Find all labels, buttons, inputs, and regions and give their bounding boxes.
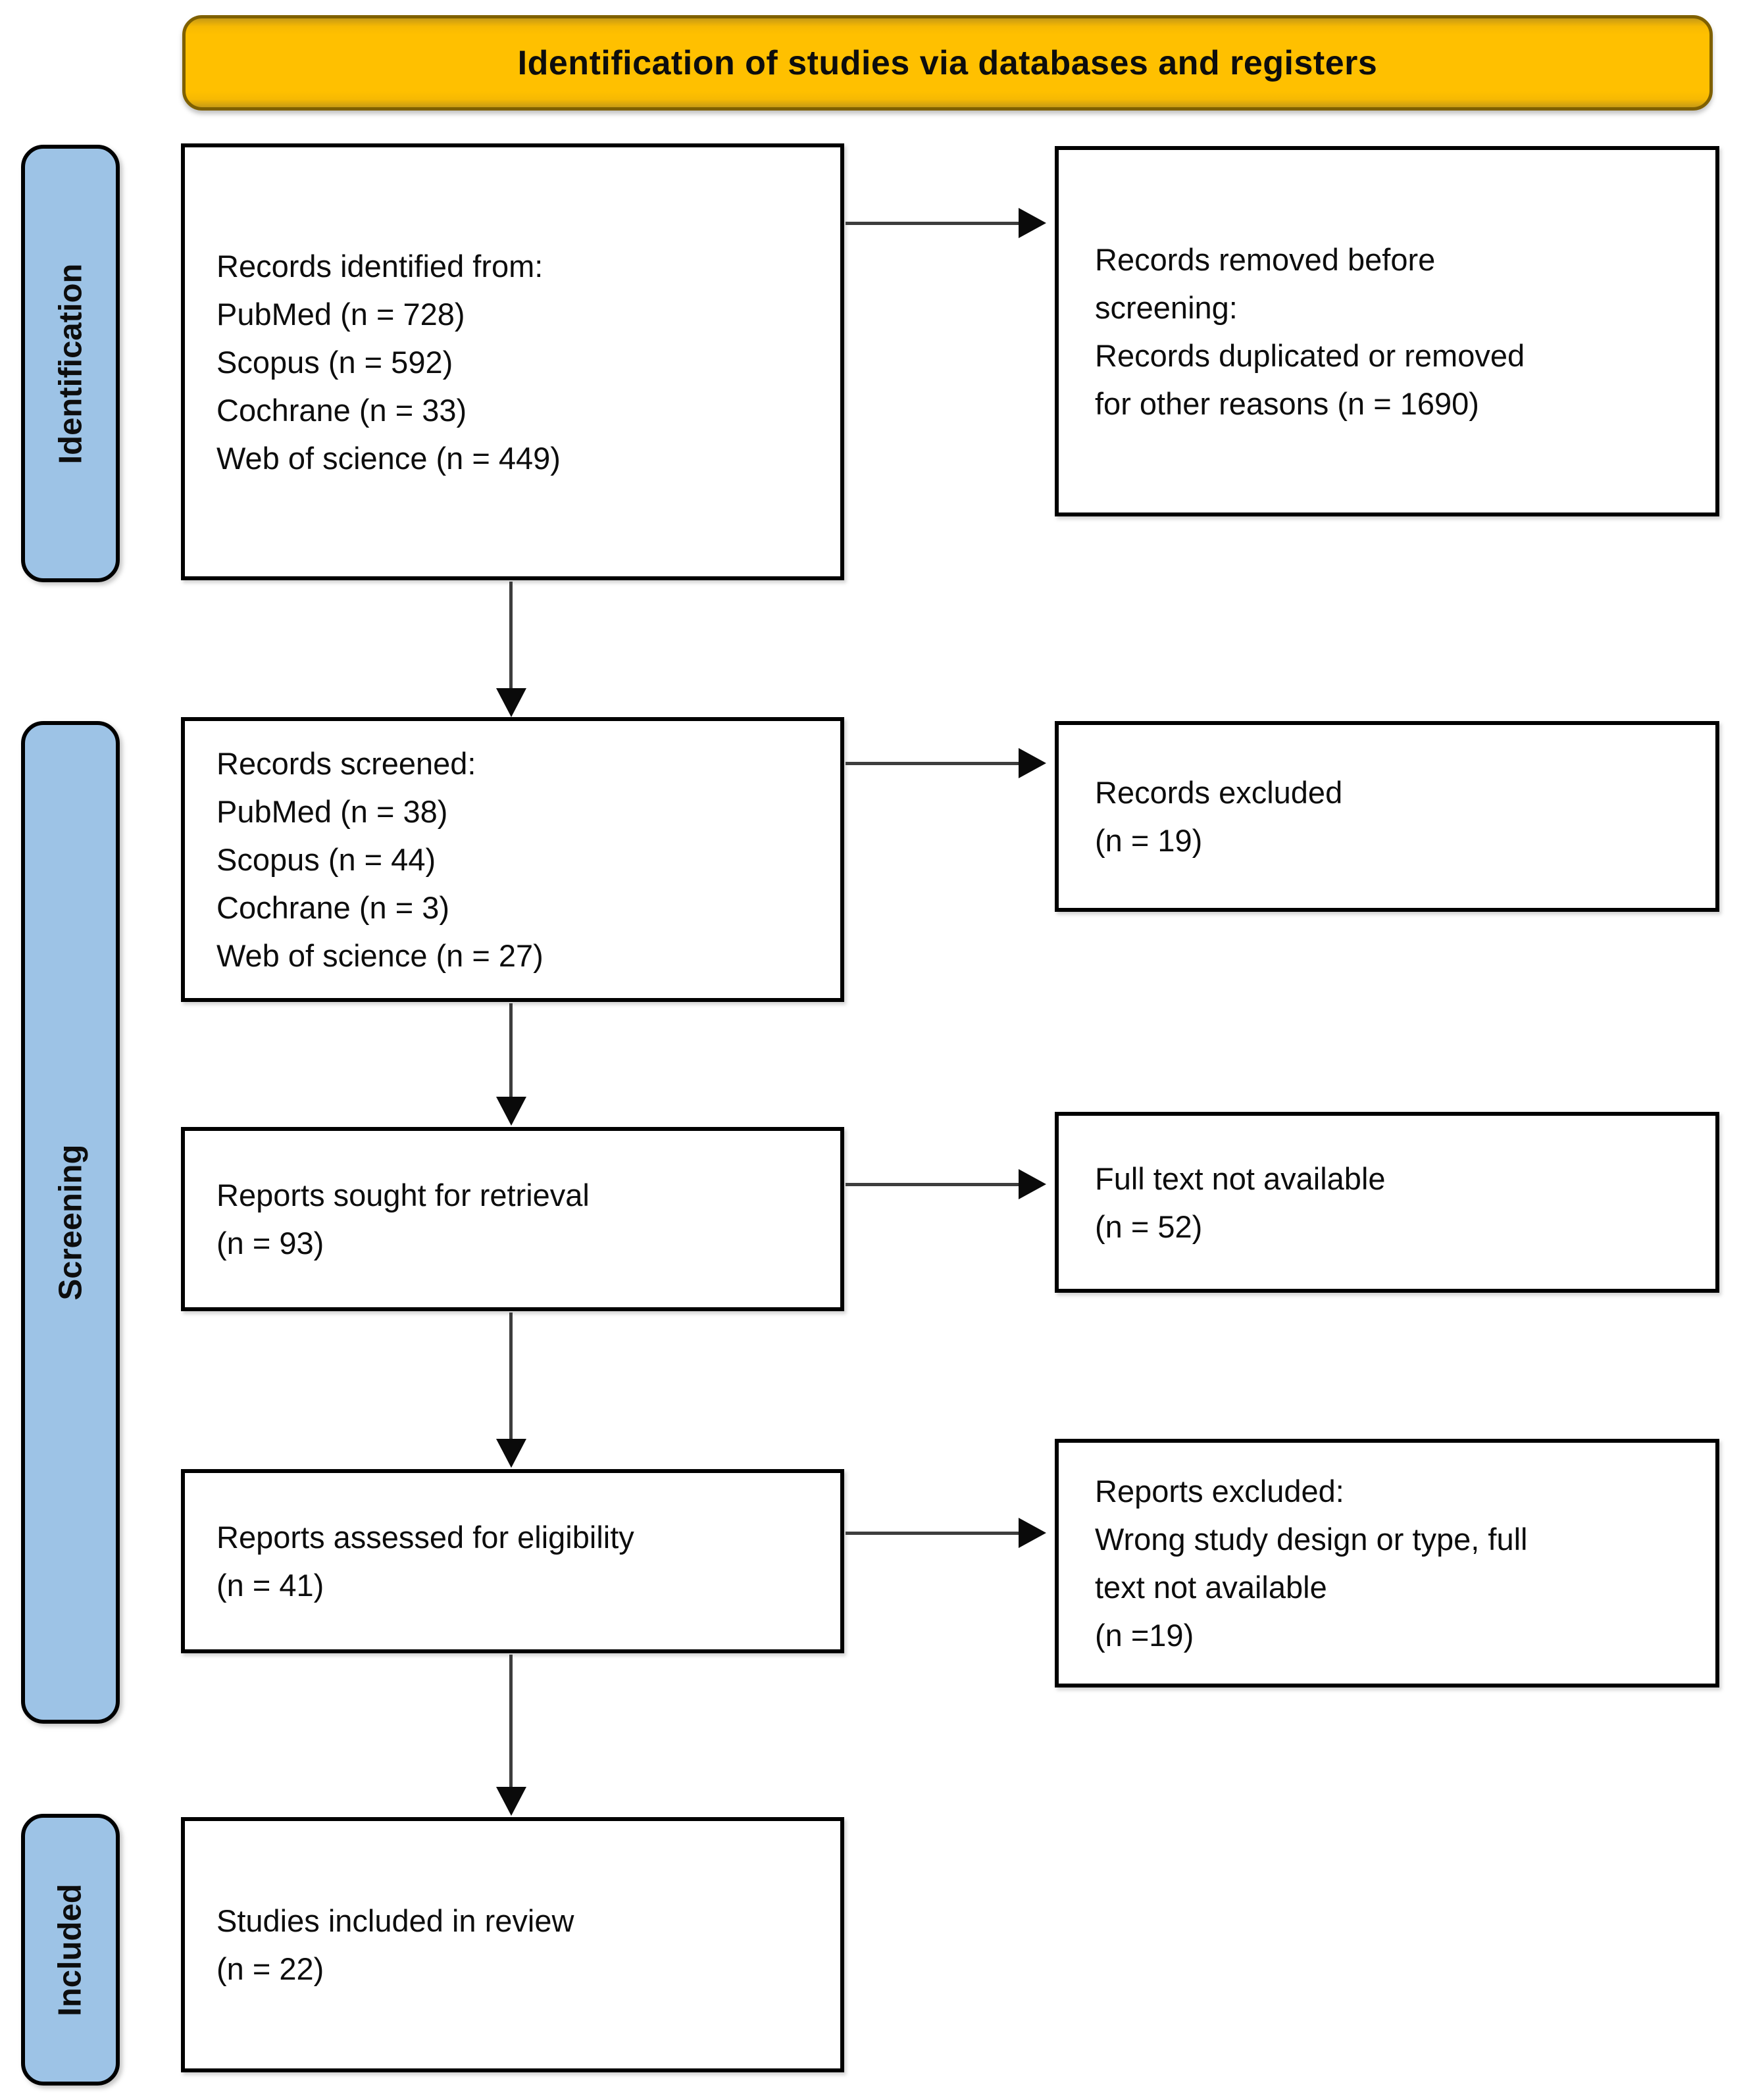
box-text-line: Reports excluded: bbox=[1095, 1474, 1344, 1509]
stage-tab-included: Included bbox=[21, 1814, 120, 2086]
arrow-right-icon bbox=[1019, 208, 1046, 238]
records-removed-box: Records removed before screening: Record… bbox=[1055, 146, 1719, 516]
box-text-line: Records duplicated or removed bbox=[1095, 338, 1525, 373]
reports-excluded-box: Reports excluded: Wrong study design or … bbox=[1055, 1439, 1719, 1688]
stage-tab-screening: Screening bbox=[21, 721, 120, 1724]
box-text-line: for other reasons (n = 1690) bbox=[1095, 386, 1479, 421]
box-text-line: (n = 41) bbox=[216, 1568, 324, 1603]
records-excluded-box: Records excluded (n = 19) bbox=[1055, 721, 1719, 912]
title-banner: Identification of studies via databases … bbox=[182, 15, 1713, 111]
arrow-right-icon bbox=[1019, 1169, 1046, 1199]
box-text-line: PubMed (n = 38) bbox=[216, 794, 448, 829]
box-text-line: (n = 19) bbox=[1095, 823, 1203, 858]
arrow-line-sought-to-fulltext bbox=[846, 1183, 1019, 1186]
box-text-line: Scopus (n = 592) bbox=[216, 344, 453, 380]
arrow-line-assessed-to-included bbox=[509, 1655, 513, 1787]
box-text-line: Records identified from: bbox=[216, 248, 544, 284]
box-text-line: Reports assessed for eligibility bbox=[216, 1520, 634, 1555]
box-text-line: Records removed before bbox=[1095, 241, 1436, 277]
box-text-line: Scopus (n = 44) bbox=[216, 842, 436, 877]
box-text-line: (n = 52) bbox=[1095, 1209, 1203, 1244]
arrow-line-sought-to-assessed bbox=[509, 1312, 513, 1439]
box-text-line: Studies included in review bbox=[216, 1903, 574, 1938]
box-text-line: (n = 22) bbox=[216, 1951, 324, 1986]
arrow-down-icon bbox=[496, 1097, 526, 1126]
box-text-line: screening: bbox=[1095, 289, 1238, 325]
records-identified-box: Records identified from: PubMed (n = 728… bbox=[181, 143, 844, 580]
box-text-line: Full text not available bbox=[1095, 1161, 1386, 1196]
arrow-right-icon bbox=[1019, 1518, 1046, 1548]
arrow-line-assessed-to-excluded bbox=[846, 1532, 1019, 1535]
stage-tab-identification: Identification bbox=[21, 145, 120, 582]
box-text-line: (n = 93) bbox=[216, 1226, 324, 1261]
box-text-line: Records excluded bbox=[1095, 775, 1343, 810]
box-text-line: Wrong study design or type, full bbox=[1095, 1522, 1528, 1557]
arrow-line-screened-to-excluded bbox=[846, 762, 1019, 765]
arrow-down-icon bbox=[496, 1787, 526, 1816]
studies-included-box: Studies included in review (n = 22) bbox=[181, 1817, 844, 2072]
arrow-down-icon bbox=[496, 1439, 526, 1468]
box-text-line: Reports sought for retrieval bbox=[216, 1178, 590, 1212]
box-text-line: Records screened: bbox=[216, 746, 476, 781]
arrow-line-identified-to-screened bbox=[509, 582, 513, 688]
stage-tab-identification-label: Identification bbox=[53, 263, 89, 464]
box-text-line: Cochrane (n = 3) bbox=[216, 890, 449, 925]
arrow-line-screened-to-sought bbox=[509, 1003, 513, 1097]
box-text-line: (n =19) bbox=[1095, 1618, 1194, 1653]
arrow-line-identified-to-removed bbox=[846, 222, 1019, 225]
box-text-line: Web of science (n = 27) bbox=[216, 938, 544, 973]
arrow-down-icon bbox=[496, 688, 526, 717]
box-text-line: PubMed (n = 728) bbox=[216, 296, 465, 332]
stage-tab-screening-label: Screening bbox=[53, 1144, 89, 1301]
records-screened-box: Records screened: PubMed (n = 38) Scopus… bbox=[181, 717, 844, 1002]
box-text-line: text not available bbox=[1095, 1570, 1327, 1605]
title-banner-label: Identification of studies via databases … bbox=[517, 43, 1378, 82]
box-text-line: Web of science (n = 449) bbox=[216, 440, 561, 476]
stage-tab-included-label: Included bbox=[53, 1883, 88, 2016]
reports-sought-box: Reports sought for retrieval (n = 93) bbox=[181, 1127, 844, 1311]
box-text-line: Cochrane (n = 33) bbox=[216, 392, 467, 428]
arrow-right-icon bbox=[1019, 748, 1046, 778]
full-text-not-available-box: Full text not available (n = 52) bbox=[1055, 1112, 1719, 1293]
reports-assessed-box: Reports assessed for eligibility (n = 41… bbox=[181, 1469, 844, 1653]
